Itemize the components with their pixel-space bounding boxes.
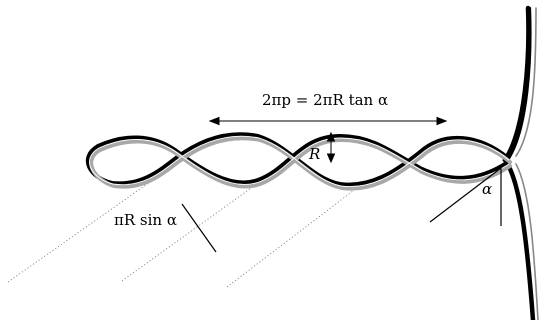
dotted-guide-line-3: [226, 183, 363, 288]
arrowhead-left-icon: [208, 116, 220, 126]
pitch-dimension-arrow: [208, 116, 448, 126]
helix-strand-black: [85, 132, 510, 187]
dotted-guide-lines: [7, 181, 363, 288]
right-cord: [502, 5, 539, 320]
dotted-guide-line-2: [121, 182, 259, 282]
angle-construction: [429, 167, 502, 226]
helix-strand-gray: [89, 136, 512, 191]
angle-slanted-line: [429, 167, 502, 223]
angle-label: α: [482, 180, 492, 198]
segment-tick-line: [181, 203, 217, 253]
radius-label: R: [308, 145, 320, 163]
arrowhead-right-icon: [436, 116, 448, 126]
arrowhead-down-icon: [326, 153, 336, 164]
pitch-label: 2πp = 2πR tan α: [262, 91, 388, 109]
dotted-guide-line-1: [7, 181, 151, 283]
arrowhead-up-icon: [326, 131, 336, 142]
radius-arrow: [326, 131, 336, 164]
helix-strand-highlight: [89, 135, 510, 188]
segment-label: πR sin α: [114, 211, 177, 229]
